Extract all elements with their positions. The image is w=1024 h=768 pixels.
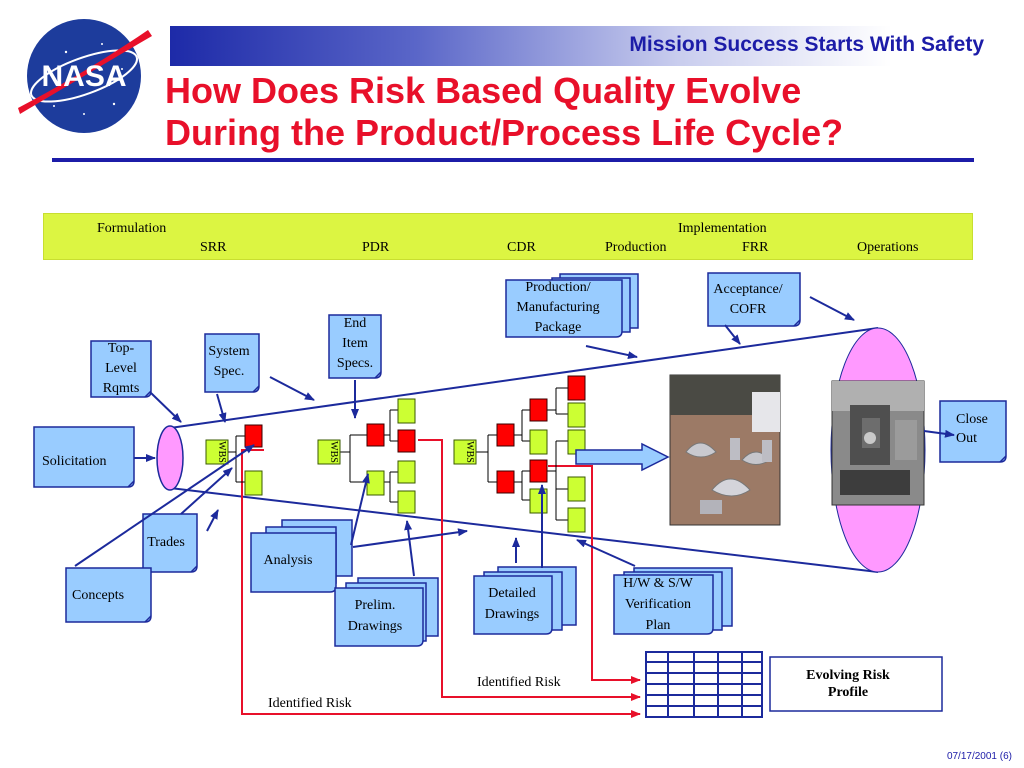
acceptance-cofr-label: Acceptance/COFR <box>713 282 783 317</box>
nasa-logo-text: NASA <box>41 60 126 93</box>
wbs-node <box>529 459 548 483</box>
wbs-label-2: WBS <box>328 441 339 463</box>
wbs-node <box>317 439 341 465</box>
title-divider <box>52 158 974 162</box>
wbs-node <box>567 402 586 428</box>
wbs-node <box>496 423 515 447</box>
doc-prelim-drawings <box>334 577 439 647</box>
wbs-node <box>453 439 477 465</box>
wbs-node <box>244 424 263 448</box>
flow-arrows <box>74 296 955 577</box>
analysis-label: Analysis <box>263 553 313 568</box>
milestone-frr: FRR <box>742 240 769 255</box>
slide-date: 07/17/2001 (6) <box>946 751 1012 762</box>
title-line-2: During the Product/Process Life Cycle? <box>165 112 844 153</box>
milestone-pdr: PDR <box>362 240 390 255</box>
wbs-node <box>397 429 416 453</box>
doc-analysis <box>250 519 353 593</box>
solicitation-label: Solicitation <box>42 454 107 469</box>
risk-profile-box <box>769 656 943 712</box>
wbs-node <box>244 470 263 496</box>
wbs-node <box>205 439 229 465</box>
doc-detailed-drawings <box>473 566 577 635</box>
wbs-node <box>567 375 586 401</box>
concepts-label: Concepts <box>72 588 125 603</box>
milestone-cdr: CDR <box>507 240 536 255</box>
equipment-photo <box>831 380 925 506</box>
wbs-tree-2 <box>317 398 416 514</box>
hardware-photo <box>669 374 781 526</box>
wbs-node <box>529 488 548 514</box>
wbs-node <box>529 429 548 455</box>
wbs-label-1: WBS <box>216 441 227 463</box>
wbs-node <box>567 507 586 533</box>
doc-hw-sw-verification <box>613 567 733 635</box>
wbs-node <box>529 398 548 422</box>
funnel-start-ellipse <box>156 425 184 491</box>
title-line-1: How Does Risk Based Quality Evolve <box>165 70 802 111</box>
milestone-operations: Operations <box>857 240 919 255</box>
phase-formulation: Formulation <box>97 221 167 236</box>
identified-risk-label-1: Identified Risk <box>477 675 561 690</box>
page-title: How Does Risk Based Quality Evolve Durin… <box>165 70 985 154</box>
tagline: Mission Success Starts With Safety <box>629 33 984 56</box>
header-banner <box>170 26 990 66</box>
phase-band <box>43 213 973 260</box>
doc-production-package <box>505 273 639 338</box>
milestone-production: Production <box>605 240 667 255</box>
block-arrow <box>575 442 670 472</box>
wbs-node <box>496 470 515 494</box>
wbs-node <box>397 460 416 484</box>
wbs-label-3: WBS <box>464 441 475 463</box>
milestone-srr: SRR <box>200 240 227 255</box>
wbs-node <box>397 490 416 514</box>
prelim-drawings-label: Prelim.Drawings <box>347 598 403 634</box>
wbs-tree-3 <box>453 375 586 533</box>
phase-implementation: Implementation <box>678 221 767 236</box>
wbs-node <box>567 476 586 502</box>
wbs-node <box>397 398 416 424</box>
funnel <box>169 327 879 573</box>
wbs-node <box>366 423 385 447</box>
wbs-tree-1 <box>205 424 263 496</box>
nasa-logo: NASA <box>18 19 152 133</box>
wbs-node <box>366 470 385 496</box>
identified-risk-label-2: Identified Risk <box>268 696 352 711</box>
trades-label: Trades <box>147 535 185 550</box>
